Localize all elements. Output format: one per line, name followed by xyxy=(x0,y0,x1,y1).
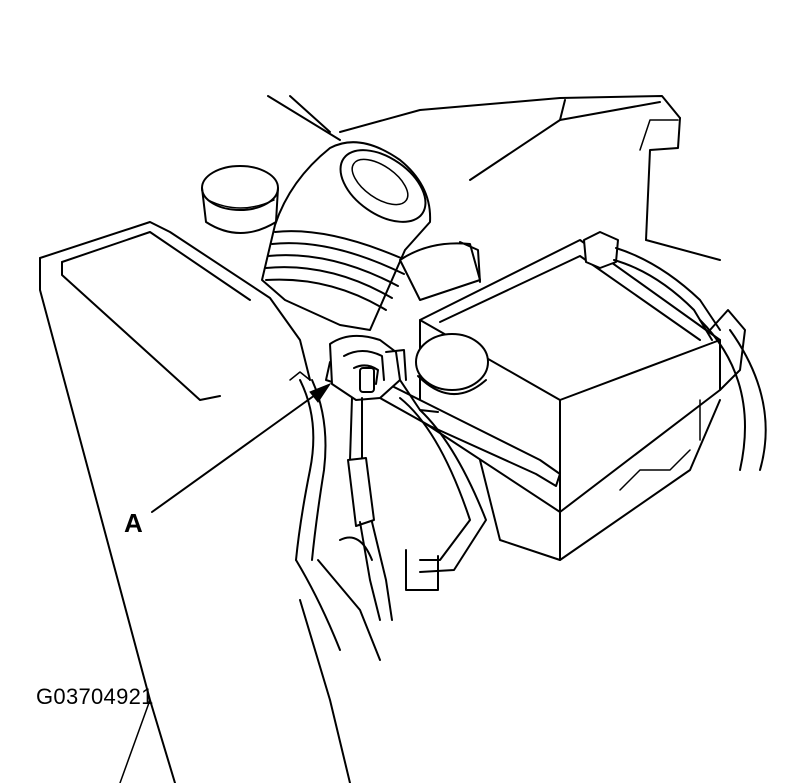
lower-hoses xyxy=(289,371,381,783)
battery-terminal xyxy=(583,231,767,471)
intake-duct xyxy=(261,141,432,331)
fender-panel xyxy=(39,221,311,783)
wire-harness xyxy=(339,397,393,621)
reservoir-cap xyxy=(201,165,279,234)
callout-label: A xyxy=(124,508,143,538)
figure-id: G03704921 xyxy=(36,684,154,709)
duct-clamp xyxy=(399,241,481,301)
callout-leader xyxy=(151,382,332,513)
reservoir-right xyxy=(399,333,489,413)
battery xyxy=(419,239,721,561)
component-a xyxy=(329,334,407,401)
firewall xyxy=(267,95,721,261)
